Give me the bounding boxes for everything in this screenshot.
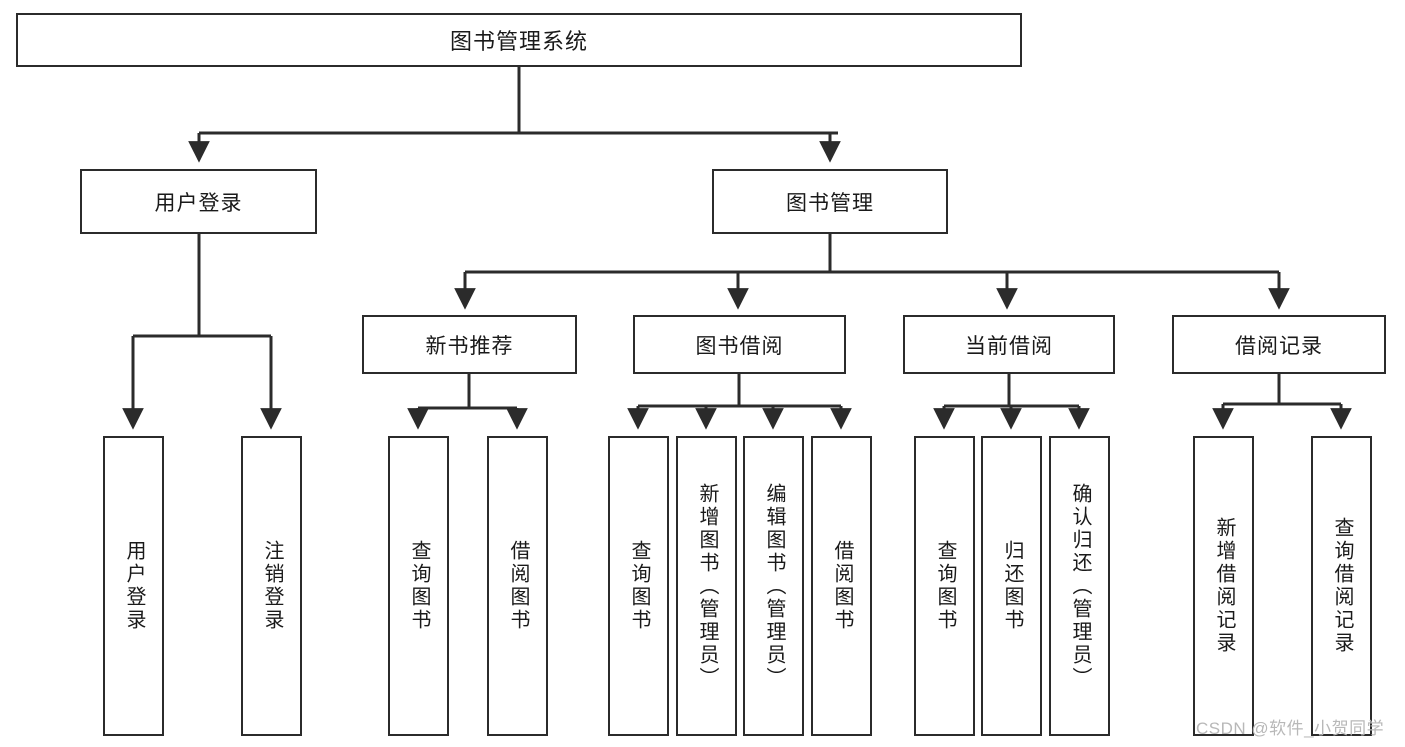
node-new-book-recommend-label: 新书推荐 <box>425 334 514 358</box>
leaf-query-borrow-record-label: 查询借阅记录 <box>1331 517 1353 655</box>
leaf-user-login-label: 用户登录 <box>123 540 145 632</box>
leaf-return-book[interactable]: 归还图书 <box>981 436 1042 736</box>
leaf-query-book-current[interactable]: 查询图书 <box>914 436 975 736</box>
leaf-query-book-borrow[interactable]: 查询图书 <box>608 436 669 736</box>
leaf-user-login[interactable]: 用户登录 <box>103 436 164 736</box>
node-borrow-record-label: 借阅记录 <box>1235 334 1323 358</box>
leaf-logout-label: 注销登录 <box>261 540 283 632</box>
node-current-borrow-label: 当前借阅 <box>965 334 1053 358</box>
leaf-query-borrow-record[interactable]: 查询借阅记录 <box>1311 436 1372 736</box>
leaf-confirm-return[interactable]: 确认归还（管理员） <box>1049 436 1110 736</box>
leaf-borrow-book-recommend-label: 借阅图书 <box>507 540 529 632</box>
leaf-return-book-label: 归还图书 <box>1001 540 1023 632</box>
node-root-label: 图书管理系统 <box>449 29 588 54</box>
node-book-management[interactable]: 图书管理 <box>712 169 948 234</box>
leaf-borrow-book-recommend[interactable]: 借阅图书 <box>487 436 548 736</box>
node-borrow-record[interactable]: 借阅记录 <box>1172 315 1386 374</box>
node-user-login-label: 用户登录 <box>154 191 243 215</box>
leaf-add-borrow-record[interactable]: 新增借阅记录 <box>1193 436 1254 736</box>
leaf-query-book-recommend[interactable]: 查询图书 <box>388 436 449 736</box>
node-new-book-recommend[interactable]: 新书推荐 <box>362 315 577 374</box>
node-root[interactable]: 图书管理系统 <box>16 13 1022 67</box>
leaf-add-borrow-record-label: 新增借阅记录 <box>1213 517 1235 655</box>
leaf-edit-book[interactable]: 编辑图书（管理员） <box>743 436 804 736</box>
leaf-query-book-borrow-label: 查询图书 <box>628 540 650 632</box>
leaf-edit-book-label: 编辑图书（管理员） <box>763 482 785 690</box>
leaf-add-book-label: 新增图书（管理员） <box>696 482 718 690</box>
node-user-login[interactable]: 用户登录 <box>80 169 317 234</box>
node-book-borrow[interactable]: 图书借阅 <box>633 315 846 374</box>
leaf-borrow-book-label: 借阅图书 <box>831 540 853 632</box>
leaf-query-book-current-label: 查询图书 <box>934 540 956 632</box>
leaf-add-book[interactable]: 新增图书（管理员） <box>676 436 737 736</box>
leaf-confirm-return-label: 确认归还（管理员） <box>1069 482 1091 690</box>
node-book-management-label: 图书管理 <box>786 191 874 215</box>
node-book-borrow-label: 图书借阅 <box>695 334 784 358</box>
node-current-borrow[interactable]: 当前借阅 <box>903 315 1115 374</box>
leaf-logout[interactable]: 注销登录 <box>241 436 302 736</box>
leaf-borrow-book[interactable]: 借阅图书 <box>811 436 872 736</box>
leaf-query-book-recommend-label: 查询图书 <box>408 540 430 632</box>
csdn-watermark: CSDN @软件_小贺同学 <box>1196 719 1385 738</box>
